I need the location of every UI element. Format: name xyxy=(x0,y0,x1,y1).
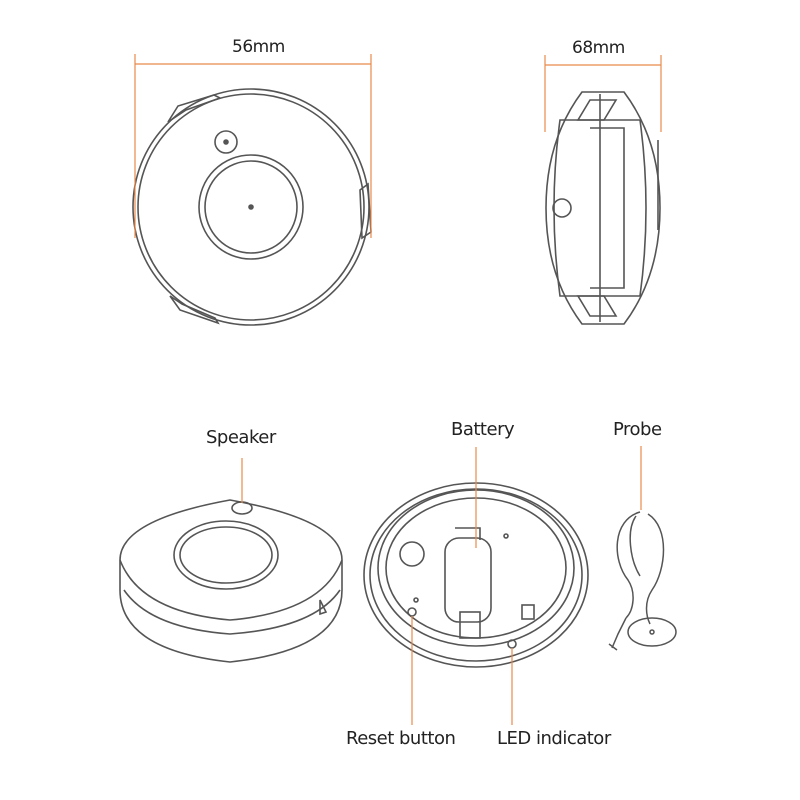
top-view-button-ring xyxy=(198,154,304,260)
battery-cell xyxy=(444,537,492,623)
perspective-button xyxy=(179,526,273,584)
probe-head-dot xyxy=(649,629,655,635)
top-view-inner-ring xyxy=(137,93,365,321)
perspective-button-ring xyxy=(173,520,279,590)
back-screw-2 xyxy=(503,533,509,539)
dimension-56mm xyxy=(134,54,372,238)
battery-label: Battery xyxy=(451,419,515,440)
back-capacitor xyxy=(399,541,425,567)
side-view xyxy=(545,91,661,325)
dimension-68mm xyxy=(544,55,662,132)
top-view xyxy=(132,88,372,326)
speaker-label: Speaker xyxy=(206,427,276,448)
top-view-side-tab-upper xyxy=(167,94,223,123)
top-view-speaker-hole xyxy=(223,139,229,145)
probe-cable-loop-1 xyxy=(616,511,641,619)
reset-button-hole xyxy=(407,607,417,617)
side-view-bottom-clip xyxy=(576,295,618,317)
top-view-center-dot xyxy=(248,204,254,210)
top-view-button xyxy=(204,160,298,254)
led-indicator-label: LED indicator xyxy=(497,728,611,749)
probe-cable-loop-3 xyxy=(629,515,641,577)
perspective-top xyxy=(119,499,343,663)
probe-plug xyxy=(611,617,627,649)
perspective-back xyxy=(363,482,589,668)
top-view-outer-ring xyxy=(132,88,370,326)
perspective-speaker xyxy=(231,501,253,515)
top-view-speaker-ring xyxy=(214,130,238,154)
side-view-inner-frame xyxy=(553,119,647,297)
depth-dimension-label: 68mm xyxy=(572,38,625,58)
back-component xyxy=(521,604,535,620)
perspective-side-tab xyxy=(319,599,328,616)
perspective-body xyxy=(119,499,343,663)
side-view-top-clip xyxy=(576,99,618,121)
width-dimension-label: 56mm xyxy=(232,37,285,57)
side-view-channel xyxy=(590,127,625,289)
side-view-body xyxy=(545,91,661,325)
battery-clip xyxy=(455,527,481,540)
perspective-rim-upper xyxy=(119,559,343,621)
battery-contact xyxy=(459,611,481,639)
probe xyxy=(608,511,677,651)
probe-plug-ring xyxy=(608,643,618,651)
probe-cable-loop-2 xyxy=(645,513,665,625)
back-screw-1 xyxy=(413,597,419,603)
probe-head xyxy=(627,617,677,647)
reset-button-label: Reset button xyxy=(346,728,456,749)
back-callouts xyxy=(411,447,513,725)
probe-label: Probe xyxy=(613,419,662,440)
side-view-speaker xyxy=(552,198,572,218)
perspective-rim-lower xyxy=(123,589,341,635)
